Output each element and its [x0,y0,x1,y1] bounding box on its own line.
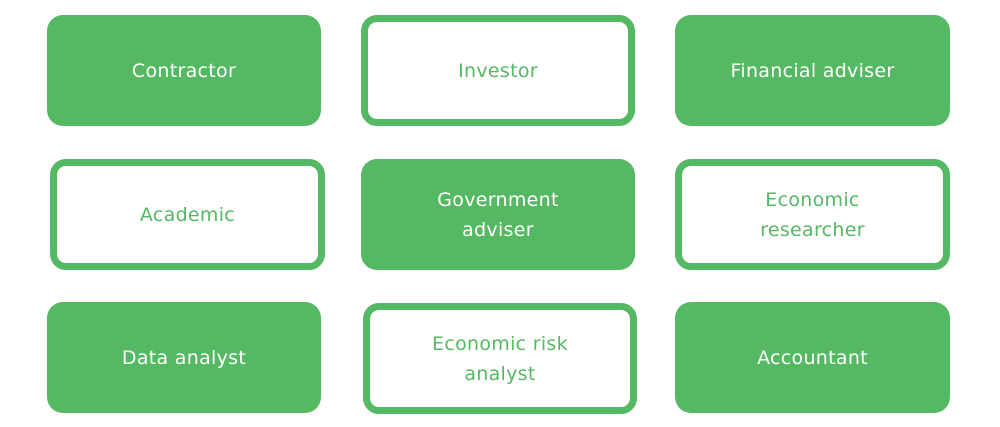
card-accountant: Accountant [675,302,950,413]
card-academic: Academic [50,159,325,270]
card-label: Economic risk analyst [432,332,568,385]
card-economic-researcher: Economic researcher [675,159,950,270]
card-contractor: Contractor [47,15,321,126]
card-label: Data analyst [121,346,247,369]
card-label: Academic [139,203,236,226]
card-label: Government adviser [437,188,559,241]
card-label: Financial adviser [730,59,895,82]
card-economic-risk-analyst: Economic risk analyst [363,303,637,414]
card-government-adviser: Government adviser [361,159,635,270]
card-data-analyst: Data analyst [47,302,321,413]
card-financial-adviser: Financial adviser [675,15,950,126]
card-label: Accountant [757,346,868,369]
card-label: Investor [458,59,538,82]
card-label: Contractor [131,59,237,82]
card-investor: Investor [361,15,635,126]
card-label: Economic researcher [760,188,865,241]
